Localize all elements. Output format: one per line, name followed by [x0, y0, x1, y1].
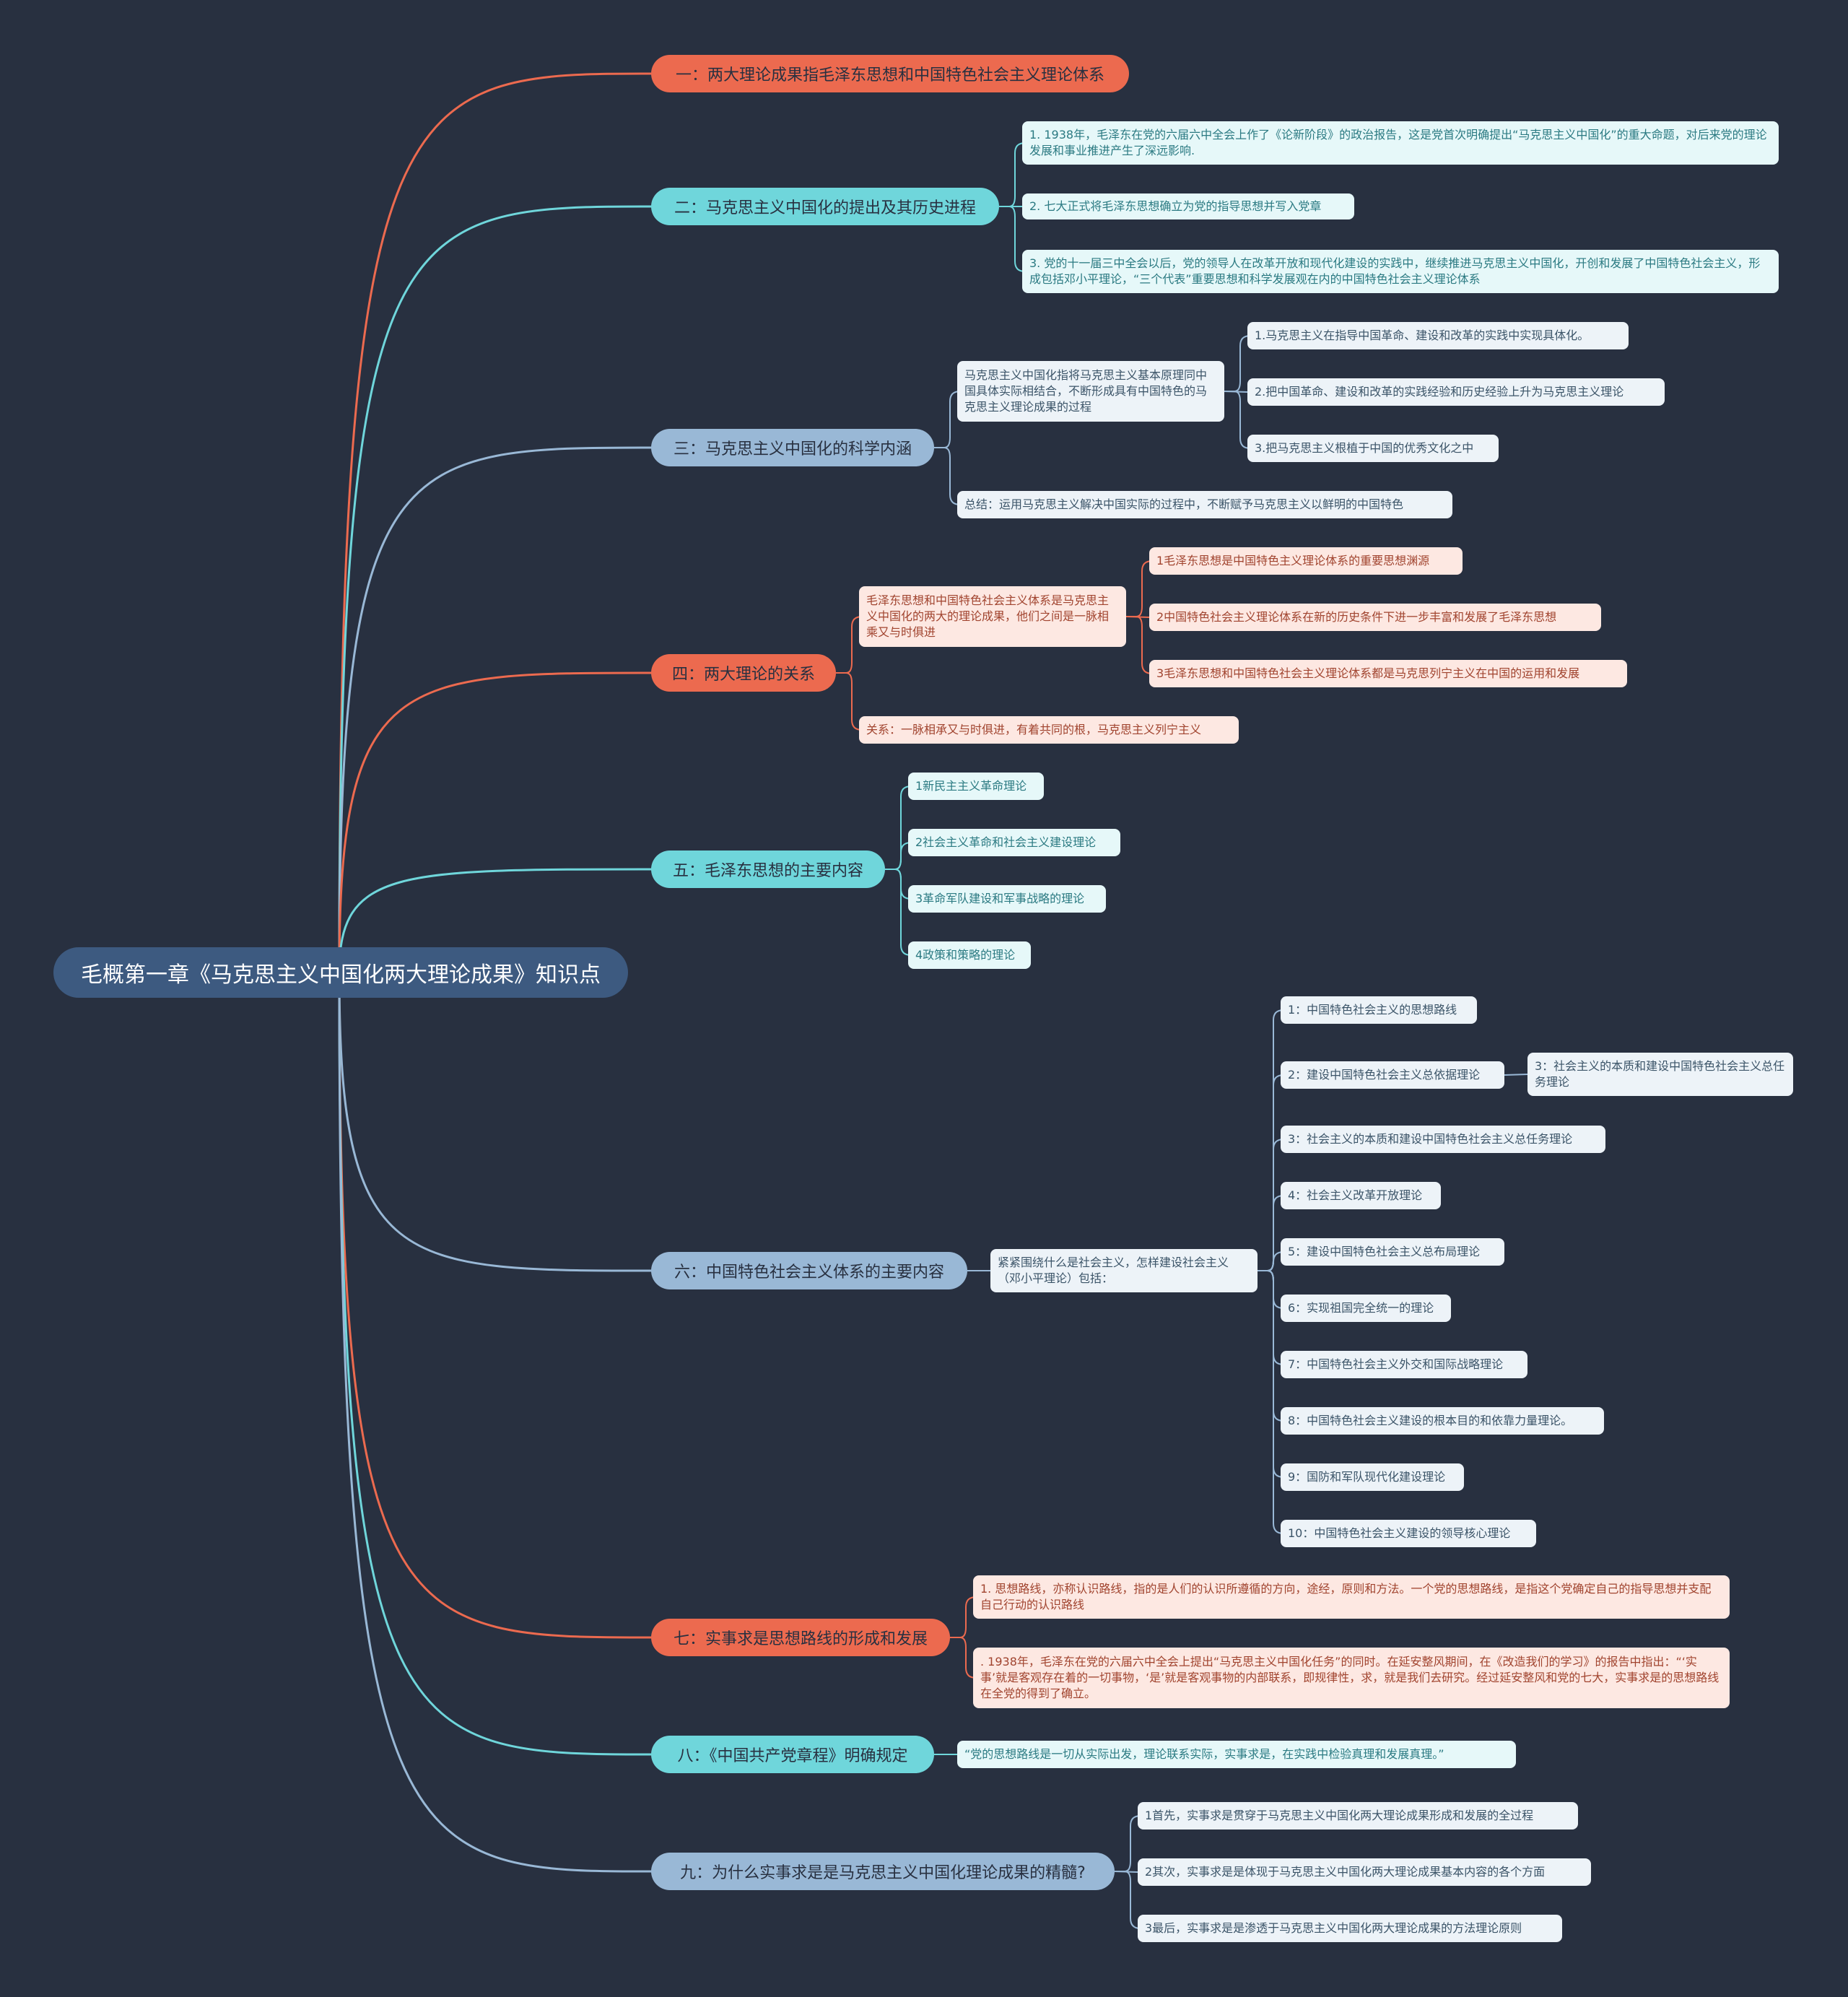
root-connector [338, 671, 655, 973]
b6-item-9[interactable]: 9：国防和军队现代化建设理论 [1281, 1463, 1464, 1491]
b6-item-2-child[interactable]: 3：社会主义的本质和建设中国特色社会主义总任务理论 [1527, 1053, 1793, 1096]
branch-connector [836, 672, 863, 731]
b6-item-4[interactable]: 4：社会主义改革开放理论 [1281, 1182, 1441, 1209]
branch-connector [1224, 335, 1251, 392]
branch-4-relationship[interactable]: 四：两大理论的关系 [651, 654, 836, 692]
b9-item-1[interactable]: 1首先，实事求是贯穿于马克思主义中国化两大理论成果形成和发展的全过程 [1138, 1802, 1578, 1830]
branch-connector [1126, 616, 1153, 674]
branch-connector [1258, 1270, 1284, 1422]
b4-definition[interactable]: 毛泽东思想和中国特色社会主义体系是马克思主义中国化的两大的理论成果，他们之间是一… [859, 586, 1126, 647]
root-connector [338, 972, 655, 1639]
branch-connector [1258, 1270, 1284, 1478]
branch-connector [950, 1637, 977, 1679]
branch-connector [1258, 1270, 1284, 1309]
b5-item-3[interactable]: 3革命军队建设和军事战略的理论 [908, 885, 1106, 913]
b5-item-2[interactable]: 2社会主义革命和社会主义建设理论 [908, 829, 1120, 856]
b4-sub-2[interactable]: 2中国特色社会主义理论体系在新的历史条件下进一步丰富和发展了毛泽东思想 [1149, 604, 1601, 631]
branch-connector [1115, 1871, 1141, 1929]
branch-connector [1258, 1139, 1284, 1271]
b9-item-3[interactable]: 3最后，实事求是是渗透于马克思主义中国化两大理论成果的方法理论原则 [1138, 1915, 1562, 1942]
b2-item-3[interactable]: 3. 党的十一届三中全会以后，党的领导人在改革开放和现代化建设的实践中，继续推进… [1022, 250, 1779, 293]
b6-intro[interactable]: 紧紧围绕什么是社会主义，怎样建设社会主义（邓小平理论）包括： [990, 1249, 1258, 1292]
root-connector [338, 868, 655, 973]
branch-1-two-theories[interactable]: 一：两大理论成果指毛泽东思想和中国特色社会主义理论体系 [651, 55, 1129, 92]
b2-item-2[interactable]: 2. 七大正式将毛泽东思想确立为党的指导思想并写入党章 [1022, 193, 1354, 219]
branch-connector [1258, 1251, 1284, 1271]
branch-9-why-essence[interactable]: 九：为什么实事求是是马克思主义中国化理论成果的精髓? [651, 1853, 1115, 1890]
b2-item-1[interactable]: 1. 1938年，毛泽东在党的六届六中全会上作了《论新阶段》的政治报告，这是党首… [1022, 121, 1779, 165]
b3-sub-3[interactable]: 3.把马克思主义根植于中国的优秀文化之中 [1247, 435, 1499, 462]
root-connector [338, 72, 655, 973]
root-connector [338, 205, 655, 973]
b6-item-7[interactable]: 7：中国特色社会主义外交和国际战略理论 [1281, 1351, 1527, 1378]
branch-connector [885, 869, 912, 900]
branch-6-socialism-system-content[interactable]: 六：中国特色社会主义体系的主要内容 [651, 1252, 967, 1289]
branch-connector [999, 142, 1026, 207]
branch-3-scientific-connotation[interactable]: 三：马克思主义中国化的科学内涵 [651, 429, 934, 466]
b3-sub-1[interactable]: 1.马克思主义在指导中国革命、建设和改革的实践中实现具体化。 [1247, 322, 1629, 349]
branch-connector [1258, 1195, 1284, 1271]
branch-connector [934, 391, 961, 448]
b3-definition[interactable]: 马克思主义中国化指将马克思主义基本原理同中国具体实际相结合，不断形成具有中国特色… [957, 361, 1224, 422]
branch-connector [934, 447, 961, 505]
branch-connector [885, 869, 912, 956]
branch-connector [1258, 1270, 1284, 1534]
branch-connector [999, 206, 1026, 272]
b7-item-2[interactable]: . 1938年，毛泽东在党的六届六中全会上提出“马克思主义中国化任务”的同时。在… [973, 1648, 1730, 1708]
root-topic[interactable]: 毛概第一章《马克思主义中国化两大理论成果》知识点 [53, 947, 628, 998]
branch-5-mao-thought-content[interactable]: 五：毛泽东思想的主要内容 [651, 850, 885, 888]
branch-7-seek-truth-line[interactable]: 七：实事求是思想路线的形成和发展 [651, 1619, 950, 1656]
root-connector [338, 446, 655, 973]
b3-sub-2[interactable]: 2.把中国革命、建设和改革的实践经验和历史经验上升为马克思主义理论 [1247, 378, 1665, 406]
branch-8-party-constitution[interactable]: 八：《中国共产党章程》明确规定 [651, 1736, 934, 1773]
branch-connector [1115, 1815, 1141, 1872]
branch-2-sinicization-history[interactable]: 二：马克思主义中国化的提出及其历史进程 [651, 188, 999, 225]
b6-item-2[interactable]: 2：建设中国特色社会主义总依据理论 [1281, 1061, 1504, 1089]
b9-item-2[interactable]: 2其次，实事求是是体现于马克思主义中国化两大理论成果基本内容的各个方面 [1138, 1858, 1591, 1886]
b6-item-6[interactable]: 6：实现祖国完全统一的理论 [1281, 1295, 1451, 1322]
b4-sub-3[interactable]: 3毛泽东思想和中国特色社会主义理论体系都是马克思列宁主义在中国的运用和发展 [1149, 660, 1627, 687]
b4-sub-1[interactable]: 1毛泽东思想是中国特色主义理论体系的重要思想渊源 [1149, 547, 1463, 575]
b6-item-8[interactable]: 8：中国特色社会主义建设的根本目的和依靠力量理论。 [1281, 1407, 1604, 1435]
b6-item-10[interactable]: 10：中国特色社会主义建设的领导核心理论 [1281, 1520, 1536, 1547]
b6-item-1[interactable]: 1：中国特色社会主义的思想路线 [1281, 996, 1477, 1024]
b3-summary[interactable]: 总结：运用马克思主义解决中国实际的过程中，不断赋予马克思主义以鲜明的中国特色 [957, 491, 1452, 518]
branch-connector [836, 616, 863, 674]
root-connector [338, 972, 655, 1756]
root-connector [338, 972, 655, 1272]
b5-item-4[interactable]: 4政策和策略的理论 [908, 941, 1031, 969]
root-connector [338, 972, 655, 1873]
branch-connector [885, 842, 912, 870]
b8-item-1[interactable]: “党的思想路线是一切从实际出发，理论联系实际，实事求是，在实践中检验真理和发展真… [957, 1741, 1516, 1768]
b6-item-3[interactable]: 3：社会主义的本质和建设中国特色社会主义总任务理论 [1281, 1126, 1605, 1153]
branch-connector [950, 1596, 977, 1638]
b6-item-5[interactable]: 5：建设中国特色社会主义总布局理论 [1281, 1238, 1504, 1266]
b7-item-1[interactable]: 1. 思想路线，亦称认识路线，指的是人们的认识所遵循的方向，途经，原则和方法。一… [973, 1575, 1730, 1619]
branch-connector [885, 786, 912, 870]
branch-connector [1258, 1074, 1284, 1271]
b5-item-1[interactable]: 1新民主主义革命理论 [908, 773, 1044, 800]
branch-connector [1258, 1270, 1284, 1365]
b4-relation[interactable]: 关系：一脉相承又与时俱进，有着共同的根，马克思主义列宁主义 [859, 716, 1239, 744]
branch-connector [1126, 560, 1153, 617]
branch-connector [1224, 391, 1251, 449]
branch-connector [1504, 1074, 1528, 1076]
